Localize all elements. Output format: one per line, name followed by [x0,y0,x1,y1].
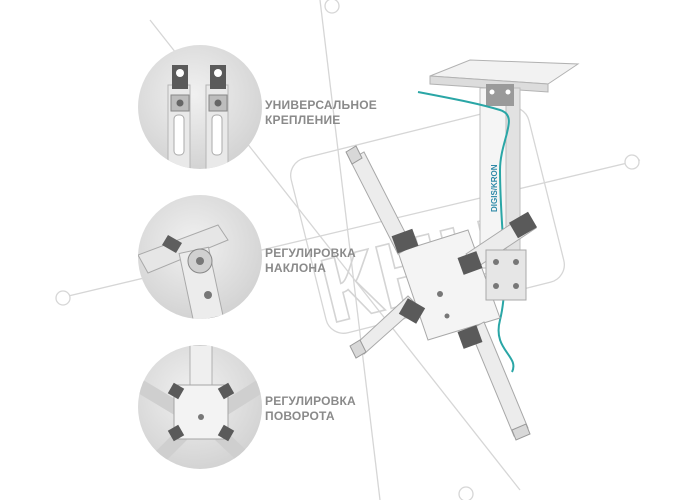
feature-label-line1: РЕГУЛИРОВКА [265,246,356,260]
feature-label-line2: НАКЛОНА [265,261,327,275]
rotation-plate-illustration [138,345,262,469]
detail-circle-rotation [138,345,262,469]
mount-slots-illustration [167,65,229,169]
detail-circle-universal-mount [138,45,262,169]
feature-label-rotation: РЕГУЛИРОВКА ПОВОРОТА [265,394,356,424]
brand-text: DIGIS/KRON [490,164,499,212]
feature-label-line2: ПОВОРОТА [265,409,335,423]
feature-label-universal-mount: УНИВЕРСАЛЬНОЕ КРЕПЛЕНИЕ [265,98,377,128]
feature-label-line1: УНИВЕРСАЛЬНОЕ [265,98,377,112]
feature-label-tilt: РЕГУЛИРОВКА НАКЛОНА [265,246,356,276]
feature-label-line2: КРЕПЛЕНИЕ [265,113,341,127]
feature-label-line1: РЕГУЛИРОВКА [265,394,356,408]
